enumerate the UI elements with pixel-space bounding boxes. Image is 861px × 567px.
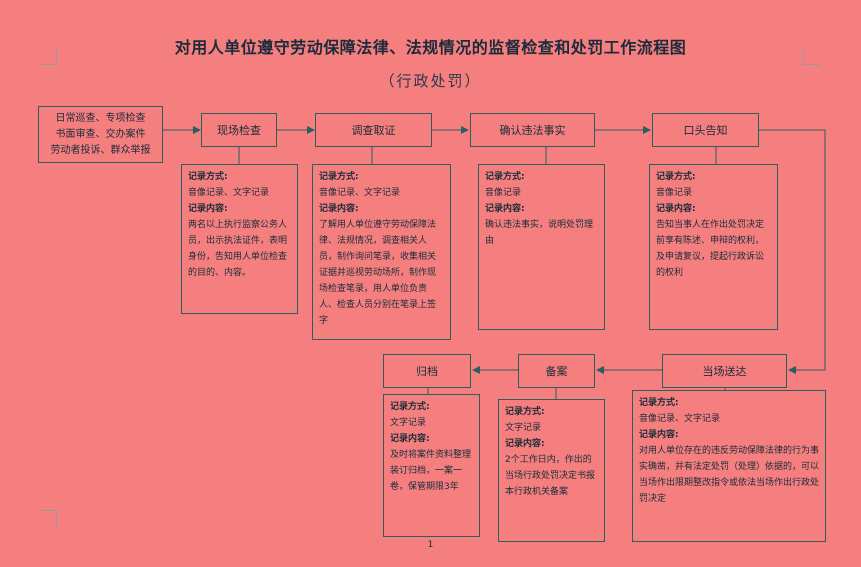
step-deliver: 当场送达: [662, 354, 787, 388]
note-file-content-label: 记录内容:: [505, 439, 545, 449]
note-confirm-content: 确认违法事实，说明处罚理由: [485, 220, 594, 246]
note-file-record: 记录方式: 文字记录 记录内容: 2个工作日内，作出的当场行政处罚决定书报本行政…: [498, 399, 605, 542]
page-subtitle: （行政处罚）: [379, 72, 482, 90]
note-confirm: 记录方式: 音像记录 记录内容: 确认违法事实，说明处罚理由: [478, 164, 605, 330]
note-onsite-method-label: 记录方式:: [188, 172, 228, 182]
step-confirm: 确认违法事实: [470, 113, 595, 147]
note-investigate: 记录方式: 音像记录、文字记录 记录内容: 了解用人单位遵守劳动保障法律、法规情…: [312, 164, 451, 340]
note-file-method: 文字记录: [505, 423, 542, 433]
note-archive-content: 及时将案件资料整理装订归档，一案一卷，保管期限3年: [390, 450, 472, 492]
source-box: 日常巡查、专项检查 书面审查、交办案件 劳动者投诉、群众举报: [38, 106, 163, 163]
note-investigate-content: 了解用人单位遵守劳动保障法律、法规情况，调查相关人员，制作询问笔录，收集相关证据…: [319, 220, 437, 326]
note-oral-content-label: 记录内容:: [656, 204, 696, 214]
note-onsite-method: 音像记录、文字记录: [188, 188, 270, 198]
note-oral-content: 告知当事人在作出处罚决定前享有陈述、申辩的权利，及申请复议，提起行政诉讼的权利: [656, 220, 765, 278]
page-number: 1: [427, 540, 434, 550]
note-archive-content-label: 记录内容:: [390, 434, 430, 444]
step-archive: 归档: [383, 354, 471, 388]
step-oral: 口头告知: [652, 113, 759, 147]
corner-mark-top-right: [803, 48, 820, 65]
source-line-2: 书面审查、交办案件: [55, 129, 146, 140]
note-investigate-content-label: 记录内容:: [319, 204, 359, 214]
note-archive: 记录方式: 文字记录 记录内容: 及时将案件资料整理装订归档，一案一卷，保管期限…: [383, 394, 480, 537]
note-confirm-content-label: 记录内容:: [485, 204, 525, 214]
note-investigate-method: 音像记录、文字记录: [319, 188, 401, 198]
arrow-oral-to-deliver: [759, 129, 826, 374]
step-file-record: 备案: [518, 354, 595, 388]
note-archive-method-label: 记录方式:: [390, 402, 430, 412]
source-line-3: 劳动者投诉、群众举报: [50, 145, 151, 156]
note-deliver-method-label: 记录方式:: [639, 398, 679, 408]
note-oral-method: 音像记录: [656, 188, 693, 198]
note-deliver: 记录方式: 音像记录、文字记录 记录内容: 对用人单位存在的违反劳动保障法律的行…: [632, 390, 826, 542]
note-archive-method: 文字记录: [390, 418, 427, 428]
page-title: 对用人单位遵守劳动保障法律、法规情况的监督检查和处罚工作流程图: [174, 38, 687, 57]
note-oral-method-label: 记录方式:: [656, 172, 696, 182]
source-line-1: 日常巡查、专项检查: [55, 113, 146, 124]
note-deliver-content-label: 记录内容:: [639, 430, 679, 440]
note-file-method-label: 记录方式:: [505, 407, 545, 417]
step-onsite: 现场检查: [201, 113, 277, 147]
note-onsite: 记录方式: 音像记录、文字记录 记录内容: 两名以上执行监察公务人员，出示执法证…: [181, 164, 298, 314]
note-oral: 记录方式: 音像记录 记录内容: 告知当事人在作出处罚决定前享有陈述、申辩的权利…: [649, 164, 778, 330]
note-deliver-content: 对用人单位存在的违反劳动保障法律的行为事实确凿，并有法定处罚（处理）依据的，可以…: [639, 446, 820, 504]
note-onsite-content: 两名以上执行监察公务人员，出示执法证件，表明身份，告知用人单位检查的目的、内容。: [188, 220, 288, 278]
note-deliver-method: 音像记录、文字记录: [639, 414, 721, 424]
note-investigate-method-label: 记录方式:: [319, 172, 359, 182]
note-confirm-method-label: 记录方式:: [485, 172, 525, 182]
corner-mark-bottom-left: [40, 510, 57, 527]
step-investigate: 调查取证: [315, 113, 432, 147]
note-file-content: 2个工作日内，作出的当场行政处罚决定书报本行政机关备案: [505, 455, 596, 497]
corner-mark-top-left: [40, 48, 57, 65]
note-onsite-content-label: 记录内容:: [188, 204, 228, 214]
note-confirm-method: 音像记录: [485, 188, 522, 198]
